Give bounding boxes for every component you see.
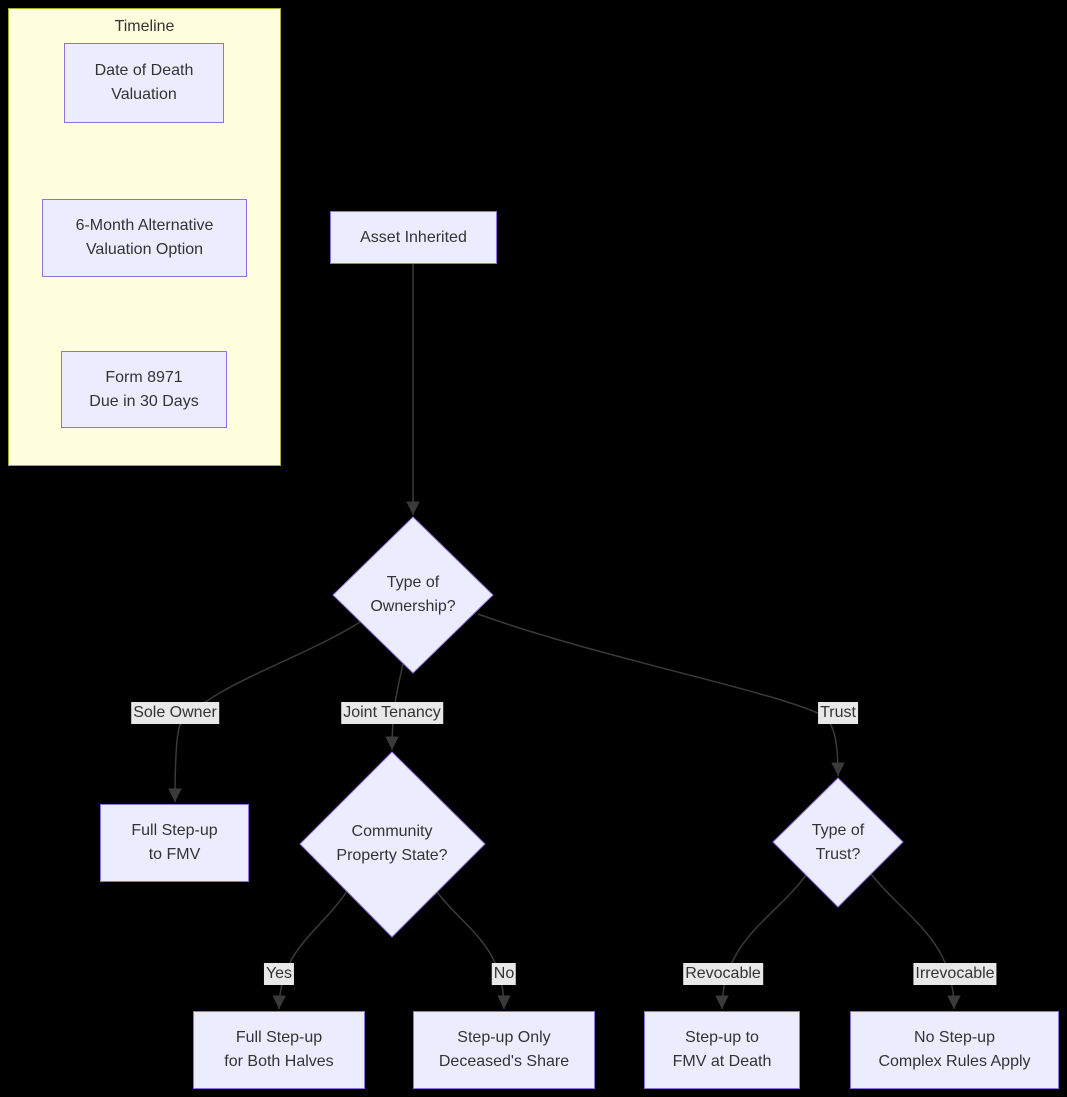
community-property-decision-diamond — [299, 751, 486, 938]
ownership-decision-diamond — [332, 516, 494, 674]
edge-label-joint-tenancy: Joint Tenancy — [341, 702, 443, 724]
edge-trust — [477, 613, 845, 777]
node-line: FMV at Death — [672, 1053, 772, 1070]
node-line: Valuation Option — [85, 241, 204, 258]
edge-label-irrevocable: Irrevocable — [913, 963, 997, 985]
edge-yes — [272, 890, 348, 1010]
edge-label-sole-owner: Sole Owner — [131, 702, 219, 724]
edge-label-revocable: Revocable — [683, 963, 763, 985]
edge-label-yes: Yes — [263, 963, 295, 985]
node-line: to FMV — [148, 846, 201, 863]
node-full-stepup-both-halves: Full Step-up for Both Halves — [193, 1011, 365, 1089]
node-line: Full Step-up — [235, 1029, 323, 1046]
timeline-subgraph-title: Timeline — [114, 18, 175, 35]
node-line: Date of Death — [94, 62, 194, 79]
edge-label-trust: Trust — [818, 702, 858, 724]
node-stepup-deceased-share: Step-up Only Deceased's Share — [413, 1011, 595, 1089]
edge-no — [436, 891, 511, 1010]
node-line: Due in 30 Days — [89, 392, 199, 410]
edge-irrevocable — [870, 873, 961, 1010]
node-full-stepup-to-fmv: Full Step-up to FMV — [100, 804, 249, 882]
node-line: Complex Rules Apply — [878, 1053, 1031, 1070]
trust-type-decision-diamond — [772, 777, 904, 908]
node-line: Valuation — [111, 86, 177, 103]
node-line: 6-Month Alternative — [75, 217, 214, 234]
node-line: Step-up to — [685, 1029, 759, 1046]
node-line: No Step-up — [914, 1029, 995, 1046]
node-line: Deceased's Share — [438, 1053, 570, 1070]
node-date-of-death-valuation: Date of Death Valuation — [64, 43, 224, 123]
node-form-8971: Form 8971 Due in 30 Days — [61, 351, 227, 428]
node-six-month-alternative: 6-Month Alternative Valuation Option — [42, 199, 247, 277]
node-line: for Both Halves — [224, 1053, 334, 1070]
edge-label-no: No — [491, 963, 517, 985]
edge-revocable — [715, 874, 807, 1010]
node-line: Form 8971 — [105, 368, 183, 386]
node-line: Asset Inherited — [360, 228, 467, 246]
node-line: Step-up Only — [457, 1029, 551, 1046]
node-stepup-fmv-at-death: Step-up to FMV at Death — [644, 1011, 800, 1089]
node-no-stepup-complex-rules: No Step-up Complex Rules Apply — [850, 1011, 1059, 1089]
node-line: Full Step-up — [131, 822, 218, 839]
node-asset-inherited: Asset Inherited — [330, 211, 497, 264]
